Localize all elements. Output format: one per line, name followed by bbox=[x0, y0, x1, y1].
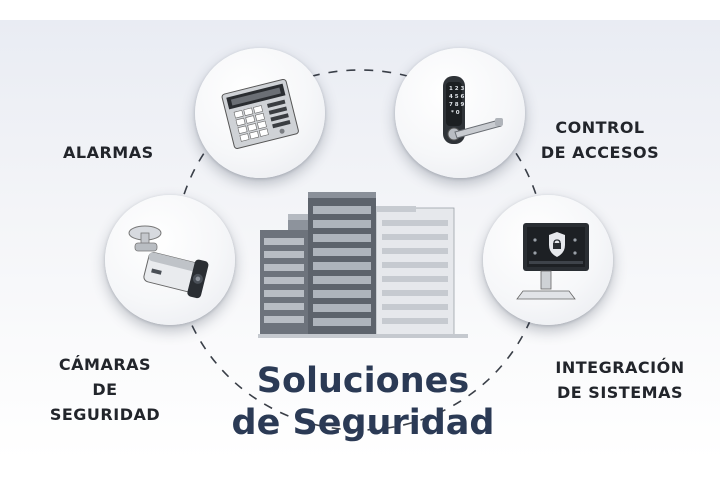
diagram-title: Soluciones de Seguridad bbox=[218, 360, 508, 444]
label-control-accesos: CONTROL DE ACCESOS bbox=[540, 115, 660, 165]
label-alarmas: ALARMAS bbox=[63, 140, 154, 165]
label-camaras: CÁMARAS DE SEGURIDAD bbox=[35, 352, 175, 427]
label-integracion-line1: INTEGRACIÓN bbox=[555, 358, 685, 377]
label-integracion: INTEGRACIÓN DE SISTEMAS bbox=[535, 355, 705, 405]
label-control-accesos-line2: DE ACCESOS bbox=[540, 143, 660, 162]
camera-node bbox=[105, 195, 235, 325]
label-camaras-line1: CÁMARAS bbox=[58, 355, 152, 374]
security-camera-icon bbox=[128, 225, 209, 299]
label-integracion-line2: DE SISTEMAS bbox=[557, 383, 683, 402]
access-control-node: 1 2 3 4 5 6 7 8 9 * 0 bbox=[395, 48, 525, 178]
office-building-icon bbox=[258, 192, 468, 339]
integration-node bbox=[483, 195, 613, 325]
building-center bbox=[258, 188, 468, 339]
smart-door-lock-icon: 1 2 3 4 5 6 7 8 9 * 0 bbox=[443, 76, 503, 144]
title-line2: de Seguridad bbox=[231, 403, 495, 443]
security-monitor-icon bbox=[516, 223, 589, 300]
svg-text:7 8 9: 7 8 9 bbox=[449, 102, 464, 108]
svg-text:1 2 3: 1 2 3 bbox=[449, 86, 464, 92]
alarm-keypad-icon bbox=[221, 78, 299, 149]
label-camaras-line2: DE SEGURIDAD bbox=[49, 380, 161, 424]
svg-text:* 0: * 0 bbox=[451, 110, 460, 116]
svg-text:4 5 6: 4 5 6 bbox=[449, 94, 464, 100]
alarm-node bbox=[195, 48, 325, 178]
label-alarmas-line1: ALARMAS bbox=[63, 143, 154, 162]
label-control-accesos-line1: CONTROL bbox=[555, 118, 645, 137]
title-line1: Soluciones bbox=[256, 361, 470, 401]
diagram-canvas: 1 2 3 4 5 6 7 8 9 * 0 bbox=[0, 20, 720, 460]
